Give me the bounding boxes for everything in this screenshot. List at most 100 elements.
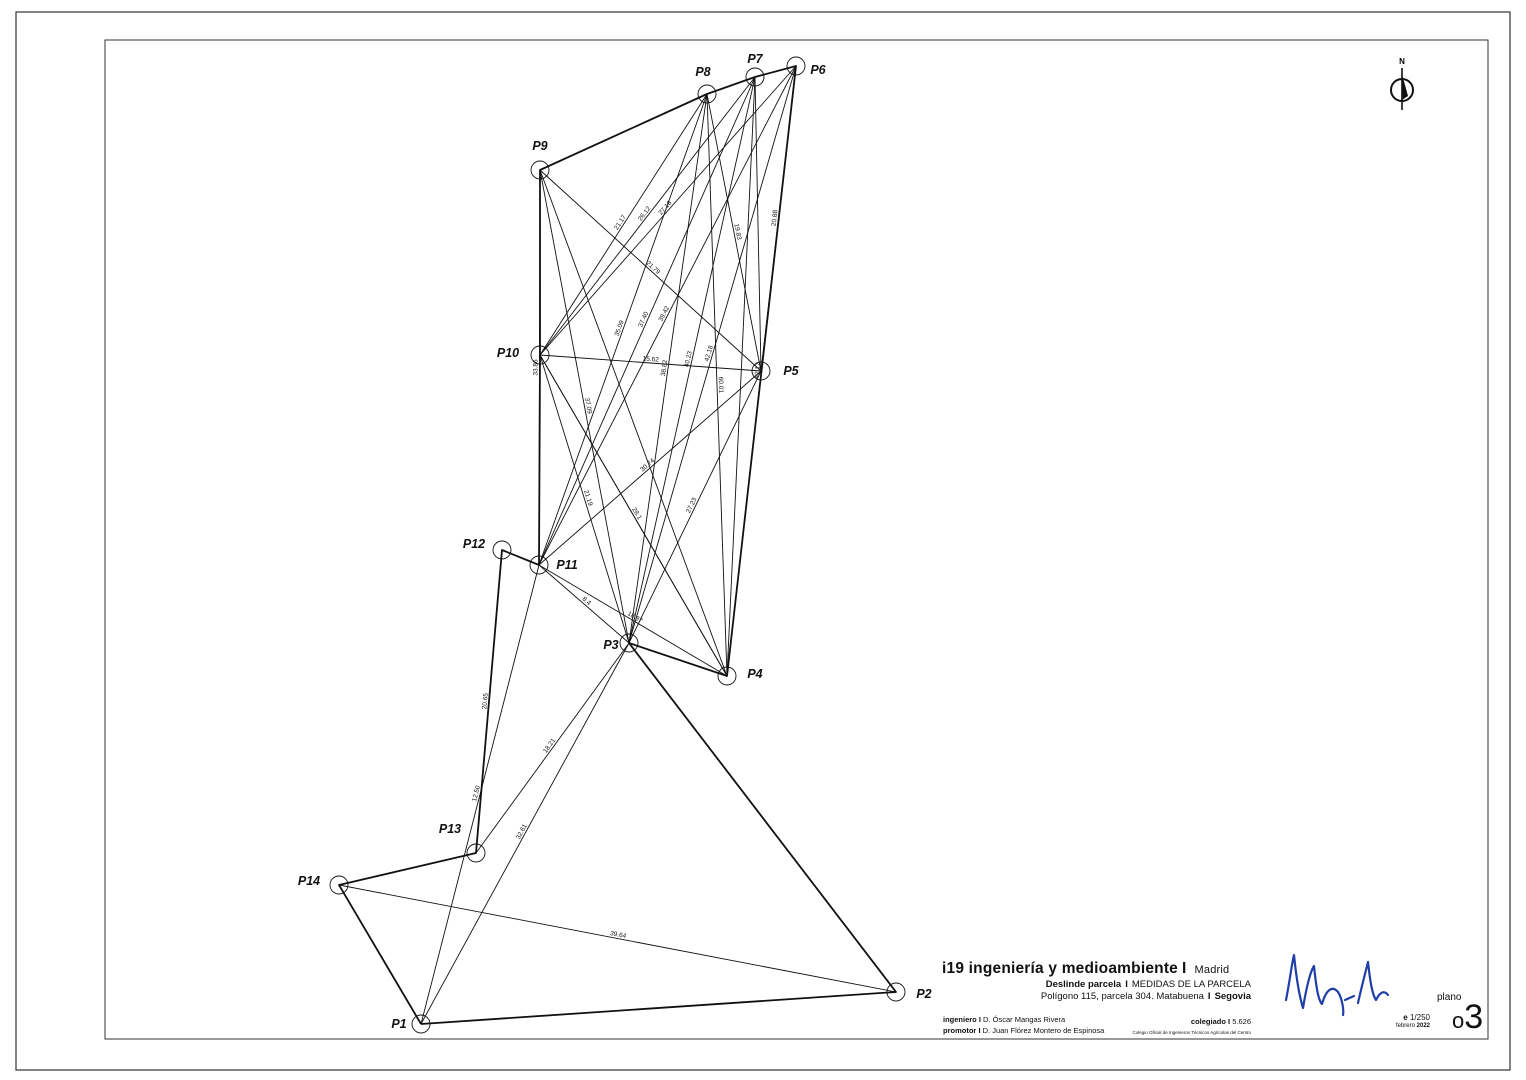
colegiado-label: colegiado — [1190, 1017, 1226, 1026]
point-label: P1 — [391, 1017, 406, 1031]
north-arrow: N — [1390, 57, 1414, 110]
measurement-line — [539, 354, 630, 644]
dimension-label: 12.50 — [471, 785, 482, 803]
scale-line: e 1/250 — [1380, 1013, 1430, 1022]
measurement-line — [628, 76, 756, 644]
point-label: P9 — [532, 139, 547, 153]
plano-label: plano — [1437, 992, 1462, 1003]
dimension-label: 42.18 — [704, 344, 715, 362]
dimension-label: 15.62 — [642, 355, 659, 363]
point-label: P6 — [810, 63, 826, 77]
point-label: P4 — [747, 667, 762, 681]
measurement-line — [539, 169, 728, 677]
measurement-line — [538, 564, 630, 644]
dimension-label: 21.19 — [582, 489, 594, 507]
scale-box: e 1/250 febrero 2022 — [1380, 1013, 1430, 1029]
college-name: Colegio Oficial de Ingenieros Técnicos A… — [1132, 1030, 1251, 1035]
dimension-label: 40.23 — [683, 350, 693, 368]
north-arrow-half — [1402, 74, 1408, 100]
point-marker — [751, 361, 771, 381]
dimension-label: 42.17 — [754, 362, 763, 379]
company-name: i19 ingeniería y medioambiente — [942, 960, 1178, 977]
point-marker — [411, 1014, 431, 1034]
promoter-name: D. Juan Flórez Montero de Espinosa — [982, 1026, 1105, 1035]
point-marker — [619, 633, 639, 653]
measurement-line — [475, 642, 630, 854]
dimension-label: 35.09 — [614, 319, 626, 337]
measurement-line — [628, 370, 762, 644]
measurement-line — [538, 93, 708, 566]
dimension-label: 20.65 — [481, 692, 489, 709]
date-month: febrero — [1395, 1023, 1415, 1029]
point-label: P12 — [463, 537, 485, 551]
separator: I — [1228, 1017, 1231, 1026]
dimension-label: 27.18 — [657, 199, 673, 216]
engineer-label: ingeniero — [943, 1015, 977, 1024]
measurement-line — [706, 93, 762, 372]
measurement-line — [726, 76, 756, 677]
point-marker — [530, 345, 550, 365]
point-marker — [745, 67, 765, 87]
engineer-line: ingeniero I D. Óscar Mangas Rivera — [943, 1015, 1065, 1024]
plano-number-block: o3 — [1452, 1000, 1483, 1038]
measurement-line — [754, 76, 762, 372]
separator: I — [1207, 991, 1211, 1002]
point-label: P2 — [916, 987, 931, 1001]
date-line: febrero 2022 — [1380, 1023, 1430, 1029]
point-marker — [466, 843, 486, 863]
signature-graphic — [1284, 953, 1390, 1017]
project-subtitle: MEDIDAS DE LA PARCELA — [1131, 979, 1251, 990]
point-label: P11 — [556, 558, 577, 572]
point-label: P14 — [298, 874, 320, 888]
dimension-label: 37.09 — [583, 397, 593, 415]
boundary-line — [338, 65, 897, 1025]
point-label: P3 — [603, 638, 618, 652]
project-title: Deslinde parcela — [1045, 979, 1122, 990]
separator: I — [1182, 960, 1187, 977]
point-label: P8 — [695, 65, 710, 79]
point-marker — [697, 84, 717, 104]
dimension-label: 39.42 — [658, 305, 672, 323]
measurement-line — [539, 93, 708, 356]
measurement-line — [628, 93, 708, 644]
point-marker — [530, 160, 550, 180]
company-city: Madrid — [1194, 964, 1230, 976]
outer-frame — [15, 11, 1511, 1071]
dimension-label: 39.64 — [610, 930, 628, 940]
point-marker — [529, 555, 549, 575]
promoter-label: promotor — [943, 1026, 977, 1035]
scale-value: 1/250 — [1409, 1013, 1430, 1022]
measurement-line — [628, 65, 797, 644]
inner-frame — [104, 39, 1489, 1040]
dimension-label: 37.40 — [637, 310, 650, 328]
measurement-line — [539, 354, 762, 372]
point-marker — [886, 982, 906, 1002]
point-label: P7 — [747, 52, 763, 66]
colegiado-line: colegiado I 5.626 — [1191, 1017, 1251, 1026]
separator: I — [1125, 979, 1128, 990]
signature-stroke — [1284, 953, 1390, 1017]
dimension-label: 27.23 — [685, 496, 699, 514]
point-marker — [329, 875, 349, 895]
point-label: P10 — [497, 346, 519, 360]
separator: I — [978, 1015, 981, 1024]
measurement-line — [706, 93, 728, 677]
dimension-label: 20.88 — [771, 209, 780, 226]
measurement-line — [420, 642, 630, 1025]
date-year: 2022 — [1416, 1023, 1430, 1029]
boundary-polygon — [338, 65, 897, 1025]
measurement-line — [539, 169, 630, 644]
point-label: P5 — [783, 364, 799, 378]
promoter-line: promotor I D. Juan Flórez Montero de Esp… — [943, 1026, 1104, 1035]
dimension-label: 38.82 — [660, 359, 669, 376]
measurement-lines — [338, 65, 897, 1025]
location: Polígono 115, parcela 304. Matabuena — [1040, 991, 1204, 1002]
dimension-label: 21.17 — [613, 214, 628, 232]
point-marker — [717, 666, 737, 686]
